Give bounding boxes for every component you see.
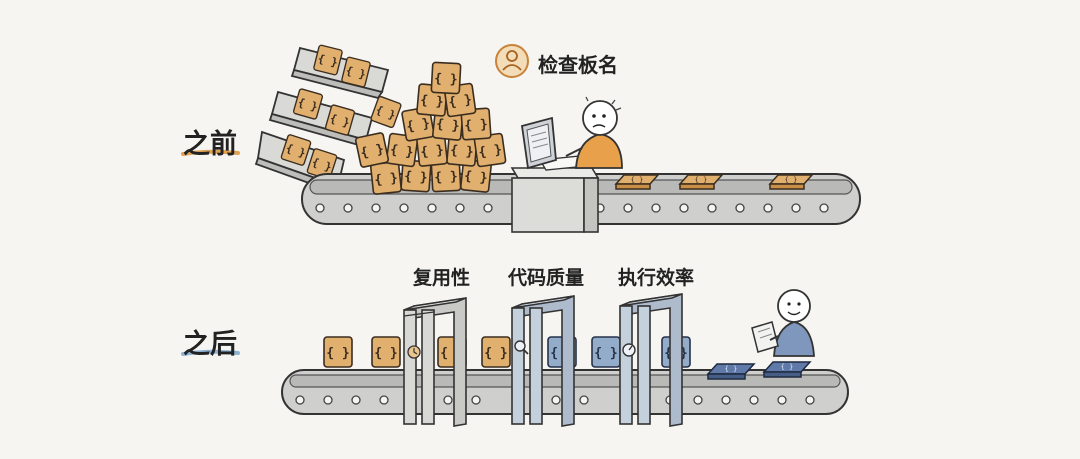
gate-label-code-quality: 代码质量 — [508, 267, 585, 289]
before-output-items — [615, 174, 813, 190]
gate-label-reuse: 复用性 — [413, 267, 471, 289]
gauge-icon — [622, 343, 636, 357]
gate-performance — [619, 293, 683, 427]
person-badge-icon — [495, 44, 529, 78]
reviewer-caption: 检查板名 — [538, 53, 618, 77]
clock-icon — [407, 345, 421, 359]
monitor — [520, 116, 557, 170]
before-section-label: 之前 — [183, 129, 237, 160]
magnifier-icon — [514, 340, 529, 355]
relaxed-reviewer — [751, 289, 815, 357]
after-section-label: 之后 — [183, 329, 237, 360]
before-underline — [181, 149, 240, 156]
stressed-reviewer — [565, 96, 623, 169]
gate-reuse — [403, 297, 467, 427]
clipboard-icon — [751, 321, 779, 353]
gate-code-quality — [511, 295, 575, 427]
gate-label-performance: 执行效率 — [618, 267, 695, 289]
after-underline — [181, 349, 240, 356]
review-desk — [510, 155, 600, 233]
